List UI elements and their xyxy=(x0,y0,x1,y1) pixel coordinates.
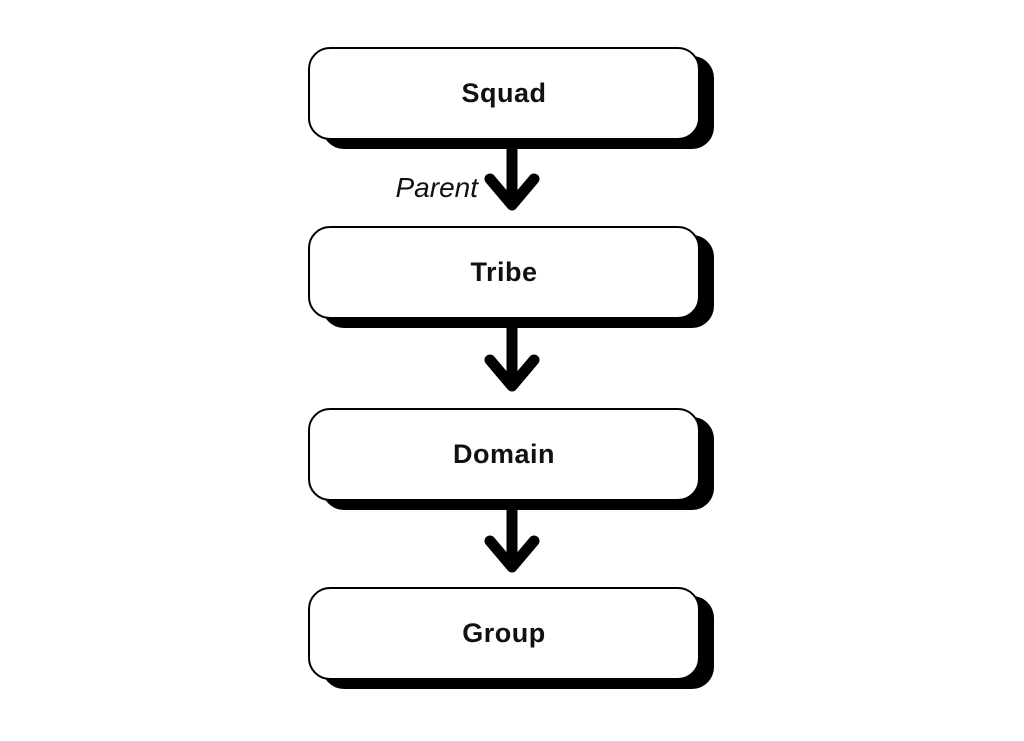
node-tribe-label: Tribe xyxy=(470,257,538,287)
node-group-label: Group xyxy=(462,618,546,648)
node-squad-label: Squad xyxy=(461,78,547,108)
arrow-down-icon xyxy=(484,504,540,573)
arrow-down-icon xyxy=(484,142,540,211)
node-domain: Domain xyxy=(308,408,700,501)
node-group: Group xyxy=(308,587,700,680)
node-domain-label: Domain xyxy=(452,439,555,469)
node-tribe: Tribe xyxy=(308,226,700,319)
edge-parent-label: Parent xyxy=(395,172,479,203)
arrow-down-icon xyxy=(484,323,540,392)
node-squad: Squad xyxy=(308,47,700,140)
